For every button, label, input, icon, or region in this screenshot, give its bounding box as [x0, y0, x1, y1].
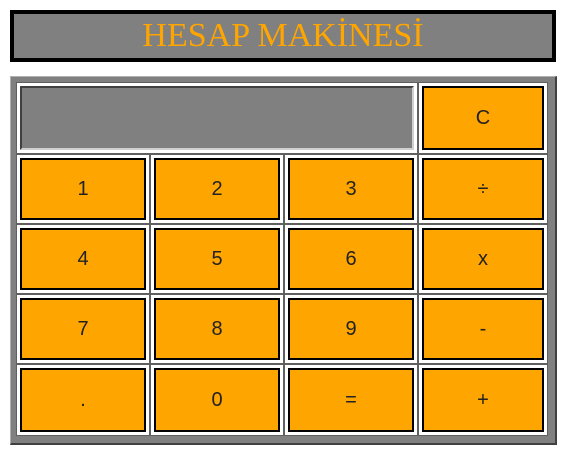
- calculator-grid: C 1 2 3 ÷ 4 5 6 x 7 8: [16, 82, 548, 436]
- calculator-frame: C 1 2 3 ÷ 4 5 6 x 7 8: [10, 76, 557, 445]
- digit-2-button[interactable]: 2: [154, 158, 280, 220]
- key-cell: 2: [150, 154, 284, 224]
- digit-3-button[interactable]: 3: [288, 158, 414, 220]
- digit-7-button[interactable]: 7: [20, 298, 146, 360]
- digit-8-button[interactable]: 8: [154, 298, 280, 360]
- key-cell: =: [284, 364, 418, 436]
- digit-1-button[interactable]: 1: [20, 158, 146, 220]
- clear-button[interactable]: C: [422, 86, 544, 150]
- digit-4-button[interactable]: 4: [20, 228, 146, 290]
- key-cell: x: [418, 224, 548, 294]
- digit-5-button[interactable]: 5: [154, 228, 280, 290]
- key-cell: 6: [284, 224, 418, 294]
- display-cell: [16, 82, 418, 154]
- digit-0-button[interactable]: 0: [154, 368, 280, 432]
- key-cell: 7: [16, 294, 150, 364]
- key-cell: 4: [16, 224, 150, 294]
- key-cell: -: [418, 294, 548, 364]
- subtract-button[interactable]: -: [422, 298, 544, 360]
- app-title: HESAP MAKİNESİ: [142, 17, 424, 54]
- key-cell: ÷: [418, 154, 548, 224]
- key-cell: 0: [150, 364, 284, 436]
- digit-9-button[interactable]: 9: [288, 298, 414, 360]
- key-cell: 3: [284, 154, 418, 224]
- equals-button[interactable]: =: [288, 368, 414, 432]
- key-cell: 8: [150, 294, 284, 364]
- key-cell: 1: [16, 154, 150, 224]
- title-bar: HESAP MAKİNESİ: [10, 10, 556, 62]
- decimal-button[interactable]: .: [20, 368, 146, 432]
- key-cell: .: [16, 364, 150, 436]
- add-button[interactable]: +: [422, 368, 544, 432]
- key-cell: 9: [284, 294, 418, 364]
- clear-cell: C: [418, 82, 548, 154]
- key-cell: 5: [150, 224, 284, 294]
- divide-button[interactable]: ÷: [422, 158, 544, 220]
- multiply-button[interactable]: x: [422, 228, 544, 290]
- display-screen: [20, 86, 414, 150]
- digit-6-button[interactable]: 6: [288, 228, 414, 290]
- key-cell: +: [418, 364, 548, 436]
